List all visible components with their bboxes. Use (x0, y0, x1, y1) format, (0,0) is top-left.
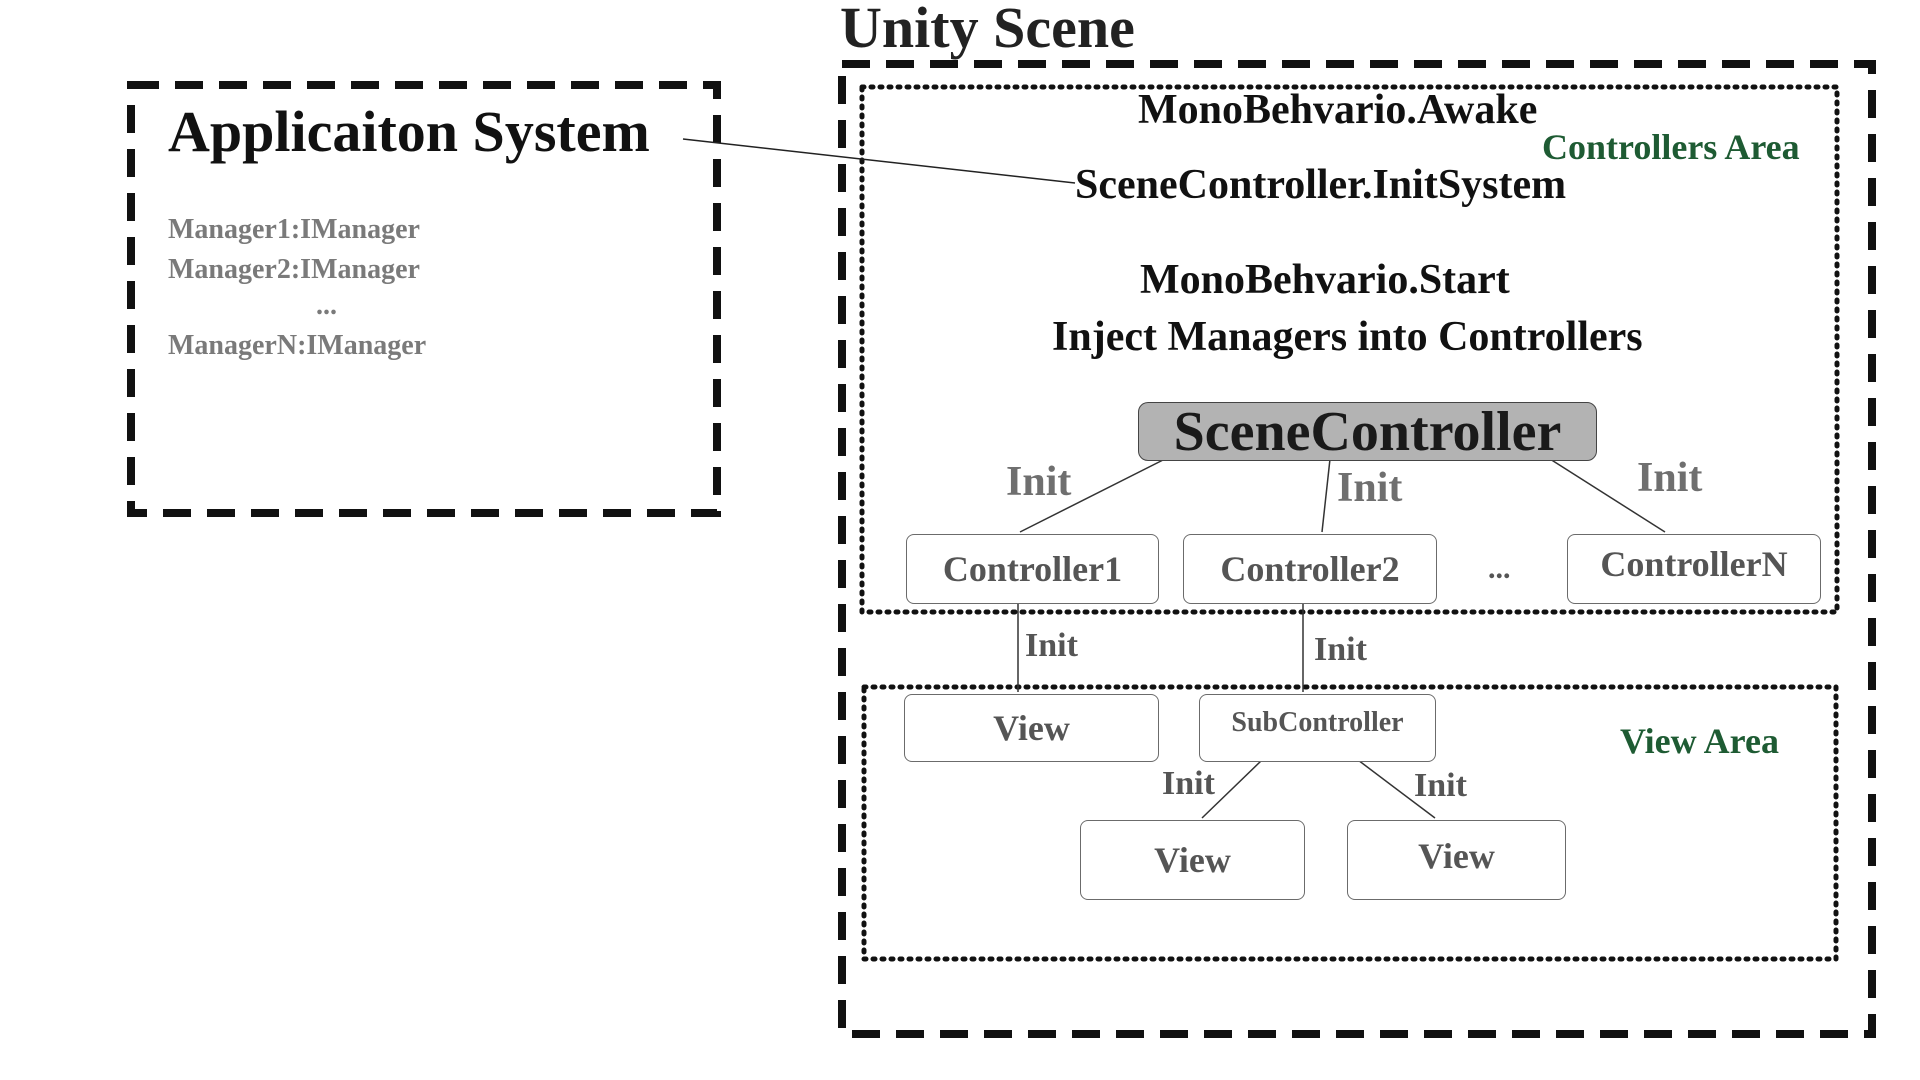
subcontroller-node: SubController (1199, 694, 1436, 762)
controller-1-node: Controller1 (906, 534, 1159, 604)
view-node-2: View (1080, 820, 1305, 900)
scene-controller-node: SceneController (1138, 401, 1597, 463)
connector-scene-controllerN (1549, 458, 1666, 533)
init-system-connector (682, 138, 1076, 184)
init-label-controller1: Init (1006, 459, 1072, 505)
init-label-view-2: Init (1162, 765, 1215, 802)
init-label-subcontroller: Init (1314, 631, 1367, 668)
init-system-label: SceneController.InitSystem (1075, 162, 1567, 208)
controllers-area-frame (859, 84, 1840, 615)
start-label: MonoBehvario.Start (1140, 257, 1510, 303)
view-area-frame (861, 684, 1839, 962)
controllers-ellipsis: ... (1488, 552, 1511, 585)
init-label-view-3: Init (1414, 767, 1467, 804)
controller-2-node: Controller2 (1183, 534, 1437, 604)
manager-1: Manager1:IManager (168, 214, 420, 245)
manager-ellipsis: ... (316, 290, 337, 321)
inject-label: Inject Managers into Controllers (1052, 314, 1643, 360)
manager-n: ManagerN:IManager (168, 330, 427, 361)
application-system-frame (127, 81, 721, 517)
view-area-label: View Area (1620, 721, 1779, 761)
controller-n-node: ControllerN (1567, 534, 1821, 604)
init-label-controller2: Init (1337, 465, 1403, 511)
view-node-3: View (1347, 820, 1566, 900)
init-label-view: Init (1025, 627, 1078, 664)
unity-scene-title: Unity Scene (840, 0, 1135, 60)
controllers-area-label: Controllers Area (1542, 127, 1800, 167)
connector-subcontroller-view1 (1201, 759, 1263, 819)
awake-label: MonoBehvario.Awake (1138, 87, 1538, 133)
view-node-1: View (904, 694, 1159, 762)
connector-subcontroller-view2 (1357, 759, 1436, 819)
connector-scene-controller2 (1321, 458, 1331, 533)
unity-scene-frame (838, 60, 1876, 1038)
manager-2: Manager2:IManager (168, 254, 420, 285)
init-label-controllerN: Init (1637, 455, 1703, 501)
connector-scene-controller1 (1019, 458, 1166, 533)
application-system-title: Applicaiton System (168, 99, 650, 164)
